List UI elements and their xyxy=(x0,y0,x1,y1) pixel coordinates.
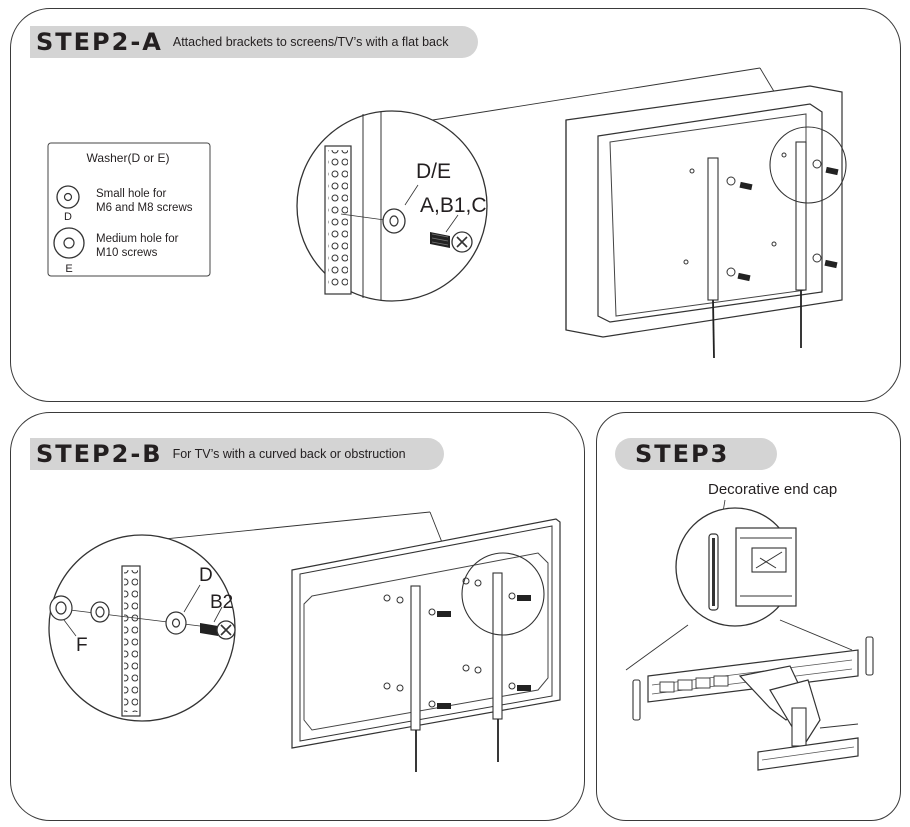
detail-magnifier-b: D B2 F xyxy=(48,534,236,722)
small-washer-letter: D xyxy=(64,211,72,223)
step3-header: STEP3 xyxy=(615,438,777,470)
washer-legend-heading: Washer(D or E) xyxy=(87,151,170,165)
washer-de-icon xyxy=(382,208,406,234)
label-d: D xyxy=(199,565,213,586)
wall-mount-arm xyxy=(632,636,874,771)
small-washer-line1: Small hole for xyxy=(96,188,166,200)
label-b2: B2 xyxy=(210,592,233,613)
medium-washer-icon xyxy=(53,227,85,259)
washer-legend: Washer(D or E) Small hole for M6 and M8 … xyxy=(47,142,211,277)
step3-title: STEP3 xyxy=(635,440,730,468)
step2a-header: STEP2-A Attached brackets to screens/TV’… xyxy=(30,26,478,58)
screw-icon xyxy=(430,231,473,253)
small-washer-line2: M6 and M8 screws xyxy=(96,202,193,214)
end-cap-label: Decorative end cap xyxy=(708,481,837,498)
step2b-title: STEP2-B xyxy=(36,440,163,468)
tv-back-curved xyxy=(291,518,561,772)
step2b-subtitle: For TV’s with a curved back or obstructi… xyxy=(172,447,406,461)
callout-washer-de: D/E xyxy=(416,160,451,183)
detail-magnifier-a: D/E A,B1,C xyxy=(296,110,488,302)
screw-b2-icon xyxy=(200,620,236,640)
medium-washer-line1: Medium hole for xyxy=(96,233,179,245)
step2a-title: STEP2-A xyxy=(36,28,163,56)
spacer-icon xyxy=(90,601,110,623)
washer-f-icon xyxy=(49,595,73,621)
step2a-subtitle: Attached brackets to screens/TV’s with a… xyxy=(172,35,449,49)
detail-magnifier-endcap xyxy=(675,507,797,627)
step2b-header: STEP2-B For TV’s with a curved back or o… xyxy=(30,438,444,470)
washer-d-icon xyxy=(165,611,187,635)
medium-washer-line2: M10 screws xyxy=(96,247,158,259)
medium-washer-letter: E xyxy=(65,263,72,275)
label-f: F xyxy=(76,635,88,656)
tv-back-flat xyxy=(565,85,847,359)
callout-screw-ab1c: A,B1,C xyxy=(420,194,487,217)
small-washer-icon xyxy=(56,185,80,209)
